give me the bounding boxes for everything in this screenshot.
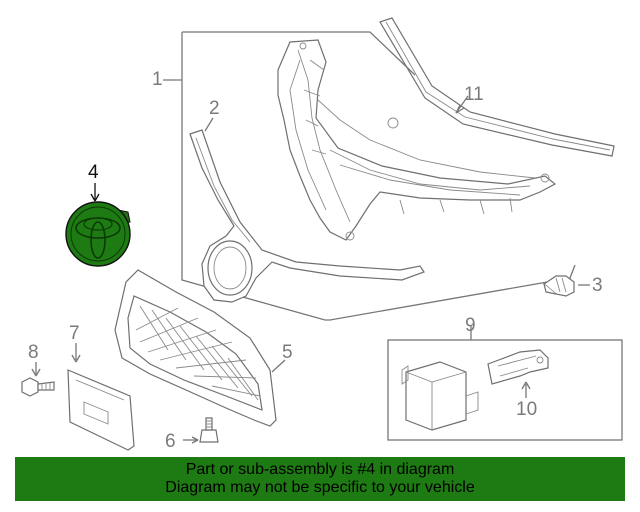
callout-6: 6 (165, 431, 176, 452)
callout-8: 8 (28, 342, 39, 363)
assembly-1-frame (163, 31, 576, 321)
banner-line-1: Part or sub-assembly is #4 in diagram (185, 461, 455, 478)
part-6-screw[interactable] (183, 417, 219, 444)
callout-10: 10 (516, 399, 537, 420)
callout-9: 9 (465, 315, 476, 336)
part-9-sensor-assembly[interactable] (387, 325, 623, 441)
part-2-surround-molding[interactable] (189, 117, 425, 303)
info-banner: Part or sub-assembly is #4 in diagram Di… (15, 457, 625, 501)
callout-2: 2 (209, 98, 220, 119)
callout-5: 5 (282, 342, 293, 363)
callout-7: 7 (69, 323, 80, 344)
callout-4: 4 (88, 162, 99, 183)
part-7-license-bracket[interactable] (67, 343, 135, 451)
part-8-bolt[interactable] (21, 362, 55, 397)
callout-11: 11 (464, 84, 484, 105)
part-1-upper-grille[interactable] (277, 39, 557, 241)
part-4-emblem[interactable] (65, 183, 131, 267)
part-3-clip[interactable] (542, 275, 590, 297)
banner-line-2: Diagram may not be specific to your vehi… (165, 479, 475, 496)
part-5-lower-grille[interactable] (114, 269, 286, 427)
part-11-molding[interactable] (379, 17, 615, 157)
callout-1: 1 (152, 69, 163, 90)
callout-3: 3 (592, 275, 603, 296)
